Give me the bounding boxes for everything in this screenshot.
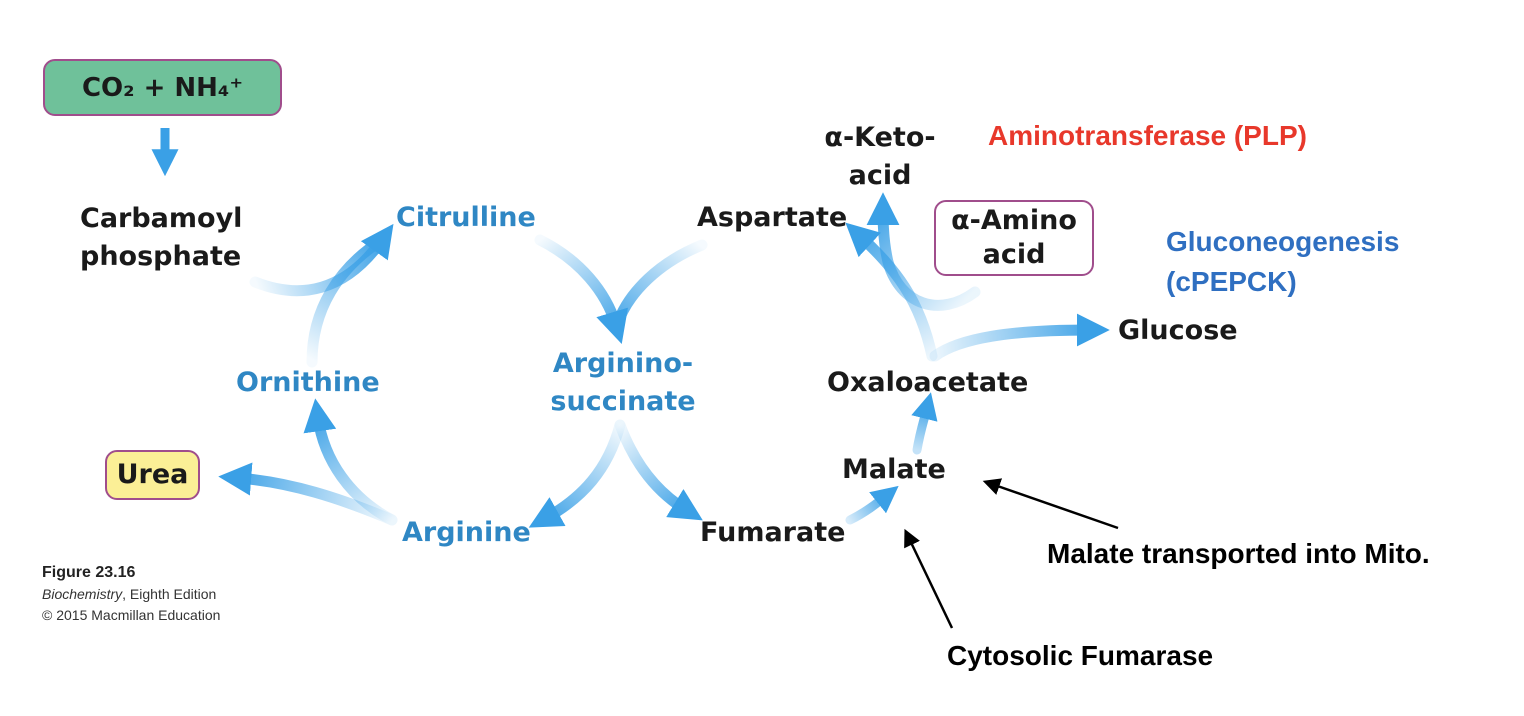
argininosuccinate-label: Arginino- succinate [548, 345, 698, 421]
figure-number: Figure 23.16 [42, 564, 136, 581]
keto-acid-label: α-Keto- acid [810, 119, 950, 195]
urea-label: Urea [116, 459, 189, 490]
figure-source: Biochemistry, Eighth Edition [42, 584, 220, 605]
gluconeogenesis-annotation: Gluconeogenesis (cPEPCK) [1166, 222, 1399, 302]
co2-nh4-label: CO₂ + NH₄⁺ [81, 72, 244, 103]
carbamoyl-phosphate-line-2: phosphate [80, 241, 242, 272]
amino-acid-line-2: acid [982, 239, 1046, 270]
aspartate-to-argininosuccinate-arrow [611, 239, 708, 331]
malate-transport-annotation: Malate transported into Mito. [1047, 538, 1430, 569]
arginine-label: Arginine [402, 517, 531, 548]
argininosuccinate-line-1: Arginino- [552, 348, 694, 379]
malate-transport-pointer [982, 478, 1119, 530]
fumarate-label: Fumarate [700, 517, 846, 548]
ornithine-label: Ornithine [236, 367, 380, 398]
book-title: Biochemistry [42, 586, 123, 602]
carbamoyl-phosphate-line-1: Carbamoyl [80, 203, 243, 234]
cytosolic-fumarase-pointer [904, 528, 954, 629]
amino-acid-line-1: α-Amino [951, 205, 1077, 236]
book-edition: , Eighth Edition [122, 586, 217, 602]
fumarate-to-malate-arrow [845, 485, 899, 525]
urea-box: Urea [105, 450, 200, 500]
amino-acid-label: α-Amino acid [951, 204, 1077, 272]
argininosuccinate-to-fumarate-arrow [614, 419, 703, 521]
co2-nh4-box: CO₂ + NH₄⁺ [43, 59, 282, 116]
oxaloacetate-to-glucose-arrow [929, 313, 1110, 362]
aminotransferase-annotation: Aminotransferase (PLP) [988, 120, 1307, 151]
aspartate-label: Aspartate [697, 202, 848, 233]
gluconeogenesis-line-2: (cPEPCK) [1166, 266, 1297, 297]
ornithine-to-citrulline-arrow [306, 234, 388, 368]
arginine-to-urea-arrow [218, 462, 398, 526]
citrulline-label: Citrulline [396, 202, 536, 233]
carbamoyl-phosphate-label: Carbamoyl phosphate [80, 200, 242, 276]
copyright-line: © 2015 Macmillan Education [42, 607, 221, 623]
cytosolic-fumarase-annotation: Cytosolic Fumarase [947, 640, 1214, 671]
amino-acid-to-keto-acid-arrow [866, 192, 981, 311]
amino-acid-box: α-Amino acid [934, 200, 1094, 276]
argininosuccinate-to-arginine-arrow [528, 419, 626, 528]
citrulline-to-argininosuccinate-arrow [534, 234, 628, 344]
figure-caption: Figure 23.16 Biochemistry, Eighth Editio… [42, 562, 220, 625]
malate-to-oxaloacetate-arrow [911, 392, 938, 455]
keto-acid-line-1: α-Keto- [824, 122, 936, 153]
malate-label: Malate [842, 454, 946, 485]
glucose-label: Glucose [1118, 315, 1238, 346]
gluconeogenesis-line-1: Gluconeogenesis [1166, 226, 1400, 257]
argininosuccinate-line-2: succinate [550, 386, 696, 417]
keto-acid-line-2: acid [848, 160, 912, 191]
oxaloacetate-to-aspartate-arrow [845, 222, 938, 362]
oxaloacetate-label: Oxaloacetate [827, 367, 1029, 398]
